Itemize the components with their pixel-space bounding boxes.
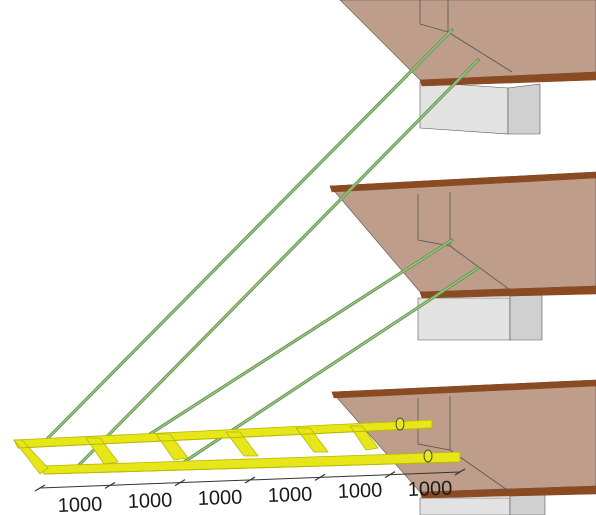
dimension-line: 1000 1000 1000 1000 1000 1000 [34, 468, 466, 515]
dimension-label: 1000 [337, 479, 382, 503]
rail-edge [17, 427, 433, 449]
wall-face [417, 297, 511, 341]
floor-slab-middle [329, 171, 596, 341]
anchor-bolt [395, 417, 405, 431]
wall-side [507, 83, 541, 135]
wall-face [419, 497, 511, 515]
beam-edge [417, 192, 451, 247]
slab-back-edge [331, 379, 596, 399]
beam-edge [449, 245, 511, 291]
rail-edge [43, 461, 461, 475]
dimension-tick [244, 476, 256, 484]
beam-edge [447, 31, 513, 73]
slab-back-edge [329, 171, 596, 193]
tie-rod-highlight [77, 59, 479, 467]
slab-front-edge [419, 485, 596, 499]
dimension-tick [314, 473, 326, 481]
dimension-tick [384, 471, 396, 479]
slab-front-edge [419, 71, 596, 87]
slab-top-surface [339, 0, 596, 81]
dimension-label: 1000 [57, 493, 102, 515]
tie-rod-highlight [149, 239, 453, 435]
beam-edge [419, 0, 449, 33]
anchor-bolt [423, 449, 433, 463]
dimension-label: 1000 [407, 477, 452, 501]
slab-front-edge [419, 285, 596, 299]
dimension-label: 1000 [267, 483, 312, 507]
dimension-tick [34, 484, 46, 492]
steel-end [13, 439, 49, 475]
wall-side [509, 493, 546, 515]
dimension-label: 1000 [127, 489, 172, 513]
tie-rod-highlight [47, 29, 453, 439]
floor-slab-top [339, 0, 596, 135]
wall-face [419, 81, 509, 135]
dimension-label: 1000 [197, 486, 242, 510]
cantilever-steel-frame [13, 417, 461, 475]
dimension-tick [454, 468, 466, 476]
wall-side [509, 293, 543, 341]
dimension-tick [104, 481, 116, 489]
dimension-tick [174, 479, 186, 487]
